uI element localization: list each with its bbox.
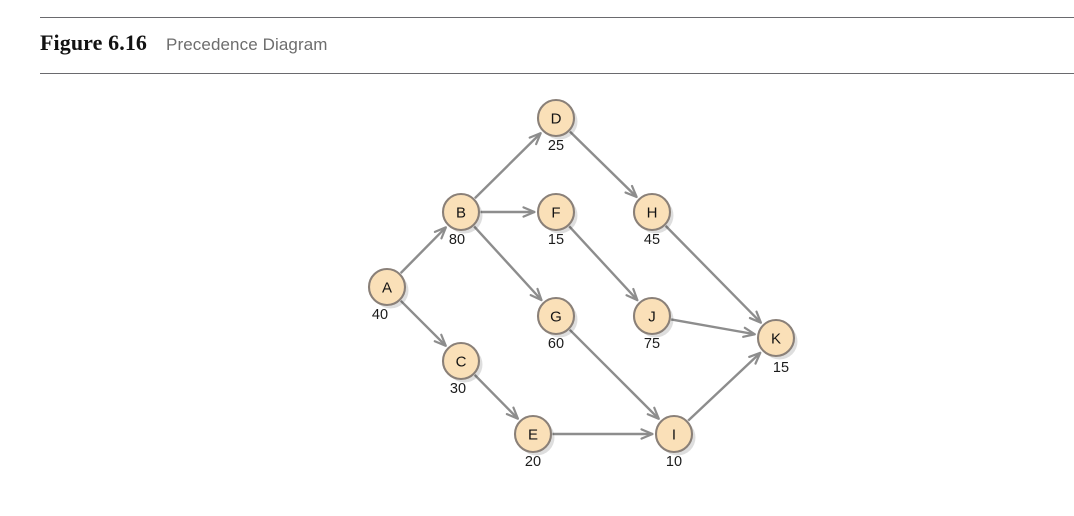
node-circle-A <box>367 267 407 307</box>
graph-node-B[interactable]: B 80 <box>441 192 483 248</box>
edge-A-to-B <box>399 226 447 274</box>
node-label-K: K <box>771 331 781 348</box>
graph-node-J[interactable]: J 75 <box>632 296 674 352</box>
edge-I-to-K <box>687 351 762 422</box>
node-label-F: F <box>551 205 560 222</box>
edge-B-to-G <box>473 225 543 302</box>
node-circle-I <box>654 414 694 454</box>
node-label-G: G <box>550 309 562 326</box>
graph-node-K[interactable]: K 15 <box>756 318 798 376</box>
node-duration-D: 25 <box>548 138 564 154</box>
node-duration-G: 60 <box>548 336 564 352</box>
node-circle-H <box>632 192 672 232</box>
node-label-I: I <box>672 427 676 444</box>
node-duration-F: 15 <box>548 232 564 248</box>
node-circle-D <box>536 98 576 138</box>
node-duration-J: 75 <box>644 336 660 352</box>
node-label-J: J <box>648 309 656 326</box>
edge-C-to-E <box>473 374 520 420</box>
edge-F-to-J <box>568 225 639 302</box>
header-rule-top <box>40 17 1074 18</box>
node-label-D: D <box>551 111 562 128</box>
node-label-E: E <box>528 427 538 444</box>
node-duration-K: 15 <box>773 360 789 376</box>
node-circle-E <box>513 414 553 454</box>
node-label-B: B <box>456 205 466 222</box>
node-duration-H: 45 <box>644 232 660 248</box>
edge-E-to-I <box>552 428 654 440</box>
node-duration-I: 10 <box>666 454 682 470</box>
edge-H-to-K <box>664 225 763 324</box>
node-duration-E: 20 <box>525 454 541 470</box>
figure-header: Figure 6.16 Precedence Diagram <box>40 30 328 68</box>
graph-node-G[interactable]: G 60 <box>536 296 578 352</box>
node-label-A: A <box>382 280 392 297</box>
graph-node-F[interactable]: F 15 <box>536 192 578 248</box>
node-circle-J <box>632 296 672 336</box>
node-circle-F <box>536 192 576 232</box>
node-duration-C: 30 <box>450 381 466 397</box>
graph-node-E[interactable]: E 20 <box>513 414 555 470</box>
node-duration-A: 40 <box>372 307 388 323</box>
node-label-H: H <box>647 205 658 222</box>
edge-B-to-D <box>474 132 542 200</box>
edge-B-to-F <box>480 206 536 218</box>
edge-A-to-C <box>399 299 447 347</box>
node-circle-G <box>536 296 576 336</box>
graph-node-I[interactable]: I 10 <box>654 414 696 470</box>
figure-caption: Precedence Diagram <box>166 35 328 54</box>
node-duration-B: 80 <box>449 232 465 248</box>
header-rule-bottom <box>40 73 1074 74</box>
node-circle-K <box>756 318 796 358</box>
node-circle-C <box>441 341 481 381</box>
graph-node-C[interactable]: C 30 <box>441 341 483 397</box>
node-label-C: C <box>456 354 467 371</box>
figure-number: Figure 6.16 <box>40 30 148 55</box>
edge-J-to-K <box>670 318 756 338</box>
graph-node-A[interactable]: A 40 <box>367 267 409 323</box>
node-circle-B <box>441 192 481 232</box>
edge-layer <box>399 130 763 440</box>
edge-G-to-I <box>568 328 660 420</box>
graph-node-H[interactable]: H 45 <box>632 192 674 248</box>
edge-D-to-H <box>569 130 638 199</box>
graph-node-D[interactable]: D 25 <box>536 98 578 154</box>
